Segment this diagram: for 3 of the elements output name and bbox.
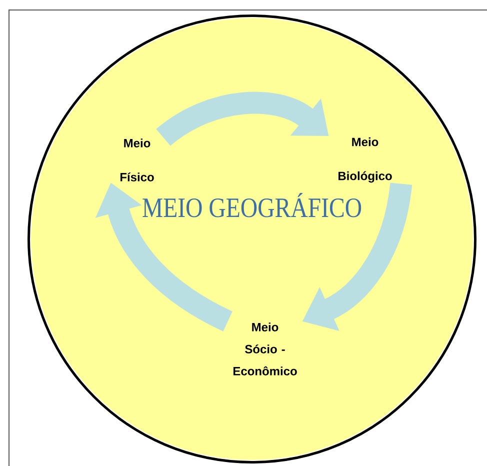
- node-label: Meio Biológico: [338, 137, 392, 183]
- node-label: Meio Físico: [120, 138, 154, 182]
- node-label: Meio Sócio - Econômico: [233, 322, 297, 376]
